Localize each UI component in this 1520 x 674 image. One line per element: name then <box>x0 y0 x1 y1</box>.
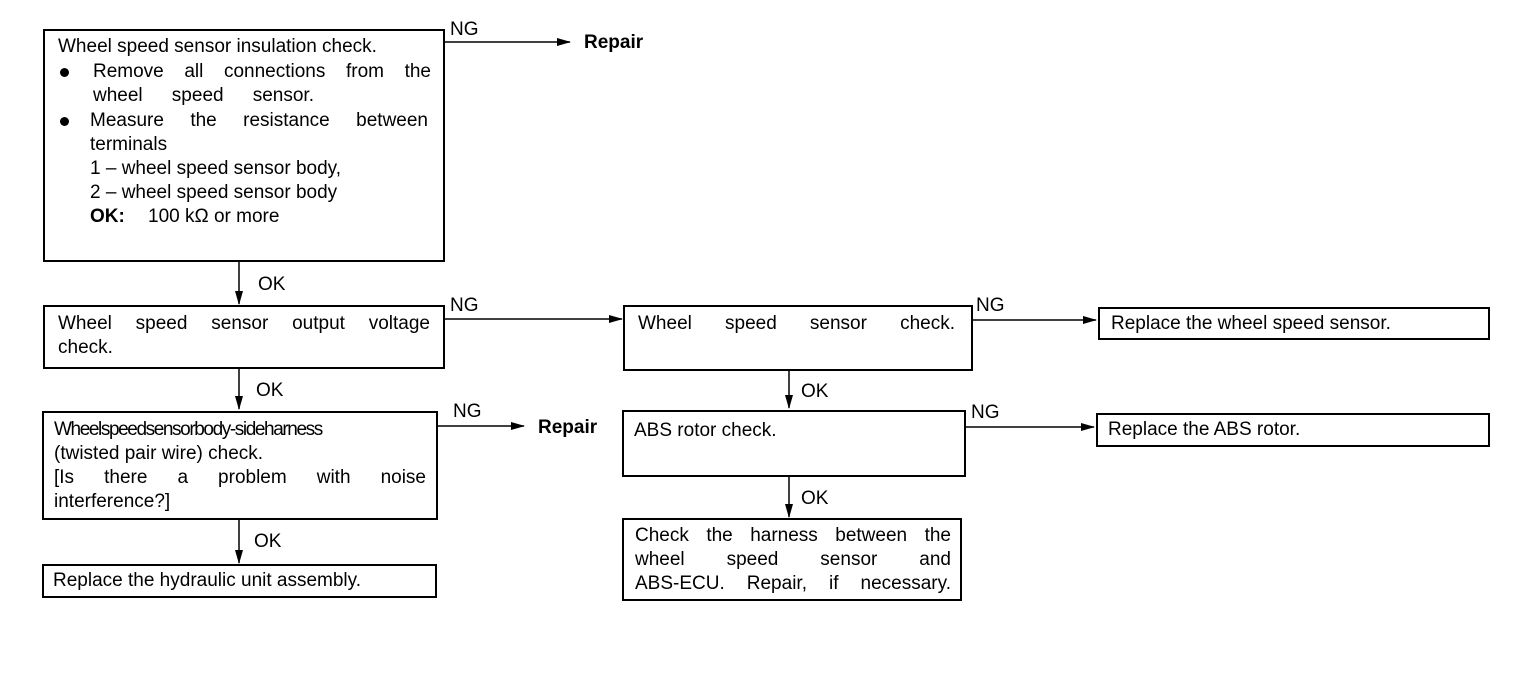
ok-label-harness: OK <box>254 531 282 552</box>
abs-rotor-check-box <box>622 410 966 477</box>
replace-hydraulic-unit-text: Replace the hydraulic unit assembly. <box>53 570 362 591</box>
insulation-check-title: Wheel speed sensor insulation check. <box>58 36 377 57</box>
step-terminals: terminals <box>90 134 168 155</box>
ng-label-sensor-check: NG <box>976 295 1005 316</box>
repair-label-harness: Repair <box>538 417 598 438</box>
step-measure-resistance: Measure the resistance between <box>90 110 428 131</box>
insulation-check-box <box>43 29 445 262</box>
ng-label-harness: NG <box>453 401 482 422</box>
terminal-2-spec: 2 – wheel speed sensor body <box>90 182 338 203</box>
ng-label-output-voltage: NG <box>450 295 479 316</box>
harness-check-line1: Wheelspeedsensorbody-sideharness <box>54 419 323 440</box>
output-voltage-check-box <box>43 305 445 369</box>
step-remove-connections: Remove all connections from the <box>93 61 431 82</box>
ok-criterion-value: 100 kΩ or more <box>148 206 280 227</box>
repair-label-insulation: Repair <box>584 32 644 53</box>
check-harness-line1: Check the harness between the <box>635 525 951 546</box>
wheel-speed-sensor-check-text: Wheel speed sensor check. <box>638 313 955 334</box>
check-harness-box <box>622 518 962 601</box>
output-voltage-check-line2: check. <box>58 337 113 358</box>
harness-check-line4: interference?] <box>54 491 171 512</box>
replace-hydraulic-unit-box <box>42 564 437 598</box>
ok-label-abs-rotor: OK <box>801 488 829 509</box>
ok-label-insulation: OK <box>258 274 286 295</box>
ng-label-insulation: NG <box>450 19 479 40</box>
ok-label-output-voltage: OK <box>256 380 284 401</box>
abs-rotor-check-text: ABS rotor check. <box>634 420 777 441</box>
check-harness-line3: ABS-ECU. Repair, if necessary. <box>635 573 951 594</box>
ok-criterion-label: OK: <box>90 206 125 227</box>
ng-label-abs-rotor: NG <box>971 402 1000 423</box>
terminal-1-spec: 1 – wheel speed sensor body, <box>90 158 342 179</box>
check-harness-line2: wheel speed sensor and <box>635 549 951 570</box>
wheel-speed-sensor-check-box <box>623 305 973 371</box>
output-voltage-check-line1: Wheel speed sensor output voltage <box>58 313 430 334</box>
replace-wheel-speed-sensor-box <box>1098 307 1490 340</box>
replace-abs-rotor-box <box>1096 413 1490 447</box>
bullet-icon <box>60 117 69 126</box>
harness-check-line2: (twisted pair wire) check. <box>54 443 264 464</box>
bullet-icon <box>60 68 69 77</box>
replace-abs-rotor-text: Replace the ABS rotor. <box>1108 419 1301 440</box>
replace-wheel-speed-sensor-text: Replace the wheel speed sensor. <box>1111 313 1391 334</box>
ok-label-sensor-check: OK <box>801 381 829 402</box>
step-remove-connections-cont: wheel speed sensor. <box>93 85 314 106</box>
harness-check-line3: [Is there a problem with noise <box>54 467 426 488</box>
harness-check-box <box>42 411 438 520</box>
